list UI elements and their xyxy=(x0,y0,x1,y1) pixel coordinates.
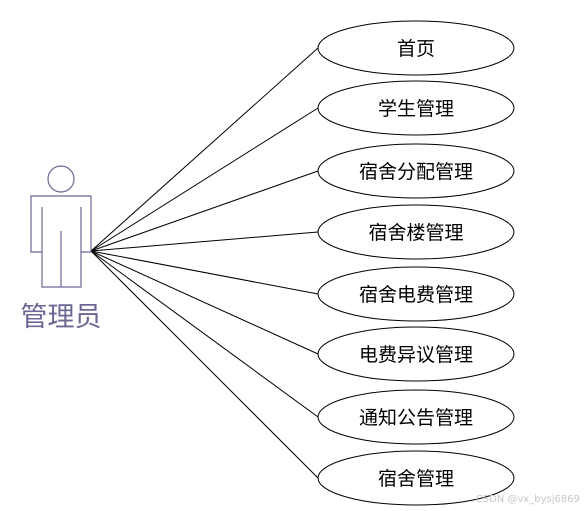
use-case: 宿舍分配管理 xyxy=(317,143,515,199)
use-case-ellipse xyxy=(317,266,515,322)
connector-line xyxy=(90,250,319,355)
use-case-ellipse xyxy=(317,389,515,445)
connector-line xyxy=(90,250,319,295)
use-case-label: 通知公告管理 xyxy=(359,407,473,429)
use-case: 宿舍管理 xyxy=(317,450,515,506)
watermark: CSDN @vx_bysj6869 xyxy=(475,494,580,505)
use-case-ellipse xyxy=(317,204,515,260)
use-case-ellipse xyxy=(317,143,515,199)
use-case-label: 宿舍管理 xyxy=(378,468,454,490)
connector-line xyxy=(90,107,319,252)
connector-line xyxy=(90,250,319,418)
connector-lines xyxy=(90,47,319,479)
actor-figure xyxy=(30,165,92,288)
use-case-ellipse xyxy=(317,326,515,382)
use-case-label: 宿舍电费管理 xyxy=(359,284,473,306)
use-case-label: 首页 xyxy=(397,38,435,60)
connector-line xyxy=(90,47,319,252)
use-case-label: 学生管理 xyxy=(378,98,454,120)
actor-label: 管理员 xyxy=(21,302,102,333)
use-case-ellipse xyxy=(317,20,515,76)
connector-line xyxy=(90,170,319,252)
connector-line xyxy=(90,231,319,252)
connector-line xyxy=(90,250,319,479)
actor-head xyxy=(47,165,75,193)
use-case: 电费异议管理 xyxy=(317,326,515,382)
use-case-label: 宿舍分配管理 xyxy=(359,161,473,183)
use-case: 学生管理 xyxy=(317,80,515,136)
use-case: 首页 xyxy=(317,20,515,76)
use-case-label: 宿舍楼管理 xyxy=(368,222,463,244)
use-case: 宿舍电费管理 xyxy=(317,266,515,322)
use-case-ellipse xyxy=(317,80,515,136)
use-case-label: 电费异议管理 xyxy=(359,344,473,366)
use-case: 宿舍楼管理 xyxy=(317,204,515,260)
use-case: 通知公告管理 xyxy=(317,389,515,445)
actor-body xyxy=(30,195,92,288)
use-case-ellipse xyxy=(317,450,515,506)
